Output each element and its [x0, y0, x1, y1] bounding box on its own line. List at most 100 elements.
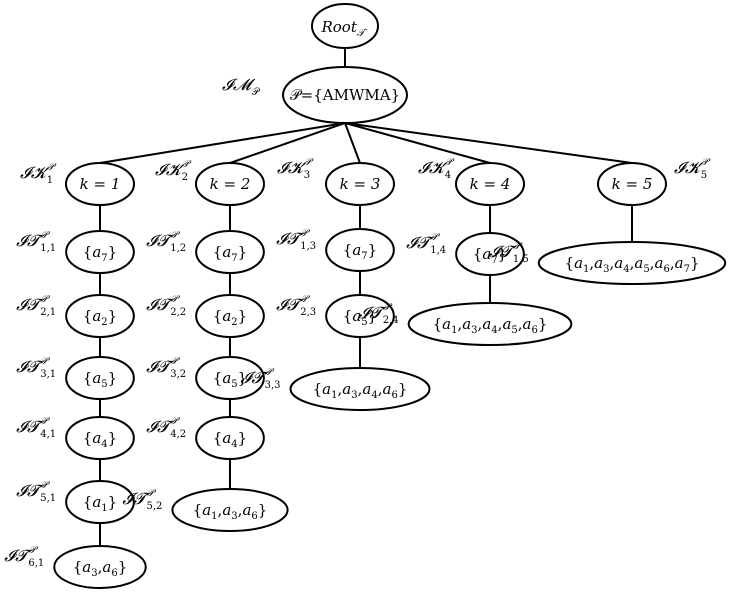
item-node-2-2-text: {a2​}: [213, 307, 247, 328]
item-node-3-2-text: {a5​}: [343, 307, 377, 328]
edge-model-k5: [344, 122, 633, 164]
item-node-1-1-text: {a7​}: [83, 243, 117, 264]
k-node-3: [325, 162, 395, 206]
item-label-2-2-sup: 𝒫: [170, 294, 180, 305]
item-node-2-5-text: {a1​,a3​,a6​}: [193, 501, 268, 522]
item-label-3-2-sup: 𝒫: [300, 294, 310, 305]
item-label-1-2-sup: 𝒫: [40, 294, 50, 305]
item-node-4-1-text: {a7​}: [473, 245, 507, 266]
item-label-3-1-sub: 1,3: [300, 241, 316, 252]
k-node-5-text: k = 5: [612, 175, 653, 193]
k-node-4: [455, 162, 525, 206]
root-node-label: Root𝒯: [320, 18, 367, 39]
k-node-2-text: k = 2: [210, 175, 251, 193]
k-label-3-sup: 𝒫: [304, 157, 314, 168]
edge-model-k2: [229, 122, 346, 164]
item-label-1-1-sub: 1,1: [40, 243, 56, 254]
model-node: [282, 66, 408, 124]
item-label-1-4-text: 𝓘𝓣: [16, 417, 45, 436]
item-label-1-5-sub: 5,1: [40, 493, 56, 504]
item-node-2-1-text: {a7​}: [213, 243, 247, 264]
k-node-3-text: k = 3: [340, 175, 381, 193]
edges-layer: [99, 48, 633, 546]
model-label-text: 𝓘𝓜: [222, 75, 256, 94]
k-label-4-text: 𝓘𝓚: [418, 158, 449, 177]
item-node-1-5: [65, 480, 135, 524]
item-label-3-3-text: 𝓘𝓣: [241, 368, 270, 387]
item-node-2-4: [195, 416, 265, 460]
k-node-1: [65, 162, 135, 206]
item-label-2-3-sup: 𝒫: [170, 356, 180, 367]
item-node-2-3: [195, 356, 265, 400]
k-label-3-text: 𝓘𝓚: [277, 158, 308, 177]
item-label-2-4-sub: 4,2: [170, 429, 186, 440]
k-label-1-sup: 𝒫: [47, 162, 57, 173]
item-label-5-1-text: 𝓘𝓣: [489, 242, 518, 261]
item-node-1-5-text: {a1​}: [83, 493, 117, 514]
item-node-4-2-text: {a1​,a3​,a4​,a5​,a6​}: [433, 315, 548, 336]
item-label-5-1-sub: 1,5: [513, 254, 529, 265]
item-label-1-1-text: 𝓘𝓣: [16, 231, 45, 250]
item-label-1-3-text: 𝓘𝓣: [16, 357, 45, 376]
item-node-2-2: [195, 294, 265, 338]
item-node-3-1: [325, 228, 395, 272]
item-label-3-2-sub: 2,3: [300, 307, 316, 318]
k-label-2-sup: 𝒫: [182, 159, 192, 170]
edge-model-k4: [344, 122, 491, 164]
item-label-2-2-sub: 2,2: [170, 307, 186, 318]
item-label-1-3-sup: 𝒫: [40, 356, 50, 367]
item-node-4-1: [455, 232, 525, 276]
item-node-2-4-text: {a4​}: [213, 429, 247, 450]
item-node-2-3-text: {a5​}: [213, 369, 247, 390]
item-label-1-5-text: 𝓘𝓣: [16, 481, 45, 500]
edge-model-k3: [344, 122, 361, 164]
item-label-3-1-sup: 𝒫: [300, 228, 310, 239]
item-node-1-6-text: {a3​,a6​}: [73, 558, 128, 579]
item-label-2-3-sub: 3,2: [170, 369, 186, 380]
item-label-1-3-sub: 3,1: [40, 369, 56, 380]
item-node-1-1: [65, 230, 135, 274]
item-label-1-4-sub: 4,1: [40, 429, 56, 440]
item-label-1-2-sub: 2,1: [40, 307, 56, 318]
item-label-1-6-sup: 𝒫: [28, 545, 38, 556]
item-node-1-2-text: {a2​}: [83, 307, 117, 328]
item-label-2-5-text: 𝓘𝓣: [122, 489, 151, 508]
root-node: [311, 3, 379, 49]
item-node-1-6: [53, 545, 147, 589]
item-label-4-2-sub: 2,4: [383, 315, 399, 326]
item-label-3-3-sub: 3,3: [265, 380, 281, 391]
item-label-4-1-sup: 𝒫: [430, 232, 440, 243]
item-label-1-6-sub: 6,1: [28, 558, 44, 569]
item-label-3-1-text: 𝓘𝓣: [276, 229, 305, 248]
edge-model-k1: [99, 122, 346, 164]
item-label-4-2-sup: 𝒫: [383, 302, 393, 313]
item-label-2-1-sub: 1,2: [170, 243, 186, 254]
item-label-2-4-text: 𝓘𝓣: [146, 417, 175, 436]
item-label-2-2-text: 𝓘𝓣: [146, 295, 175, 314]
k-node-5: [597, 162, 667, 206]
item-node-2-1: [195, 230, 265, 274]
model-node-text: 𝒫={AMWMA}: [290, 86, 400, 104]
item-node-4-2: [407, 302, 573, 346]
k-label-5-sup: 𝒫: [701, 157, 711, 168]
